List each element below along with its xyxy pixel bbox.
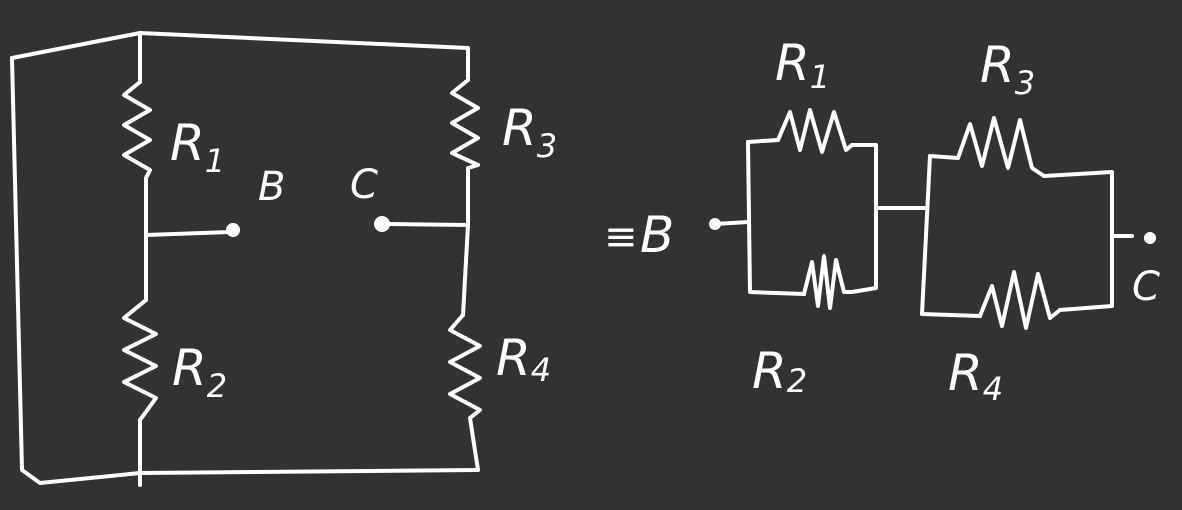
node-c-dot	[374, 216, 390, 232]
wire-top	[10, 31, 470, 82]
wire-left-outer	[10, 56, 480, 485]
resistor-r3	[450, 78, 480, 170]
wire-eq-block1-top	[746, 138, 780, 144]
label-eq-r3: R3	[980, 36, 1035, 102]
label-eq-node-c: C	[1132, 264, 1160, 310]
wire-eq-block2-left	[920, 154, 982, 318]
wire-eq-block1-left	[746, 140, 806, 296]
eq-node-c-dot	[1144, 232, 1156, 244]
label-node-b: B	[258, 164, 285, 210]
label-node-c: C	[350, 162, 378, 208]
eq-resistor-r4	[978, 270, 1062, 330]
resistor-r2	[122, 298, 158, 422]
wire-eq-block1-right	[850, 143, 878, 294]
resistor-r4	[448, 313, 482, 420]
eq-resistor-r3	[956, 116, 1046, 178]
wire-eq-block2-top	[928, 154, 960, 160]
label-eq-r2: R2	[752, 342, 807, 400]
wire-right-bottom	[468, 416, 480, 472]
label-r3: R3	[502, 99, 557, 165]
label-eq-r1: R1	[775, 34, 830, 96]
eq-resistor-r2	[802, 254, 854, 310]
wire-eq-block2-right	[1042, 170, 1134, 312]
bridge-circuit: R1 R2 R3 R4 B C	[10, 31, 557, 487]
equivalent-circuit: ≡ B C R1 R2 R3 R4	[604, 34, 1160, 408]
eq-resistor-r1	[776, 108, 854, 154]
resistor-r1	[122, 80, 152, 180]
equivalence-symbol: ≡	[604, 214, 638, 260]
node-b-dot	[226, 223, 240, 237]
wire-eq-input	[713, 220, 750, 226]
label-eq-node-b: B	[640, 206, 674, 264]
wire-right-mid	[386, 166, 470, 317]
label-r1: R1	[170, 114, 225, 180]
label-r2: R2	[172, 339, 227, 405]
label-r4: R4	[496, 329, 551, 389]
label-eq-r4: R4	[948, 344, 1003, 408]
wire-left-mid	[144, 176, 232, 302]
